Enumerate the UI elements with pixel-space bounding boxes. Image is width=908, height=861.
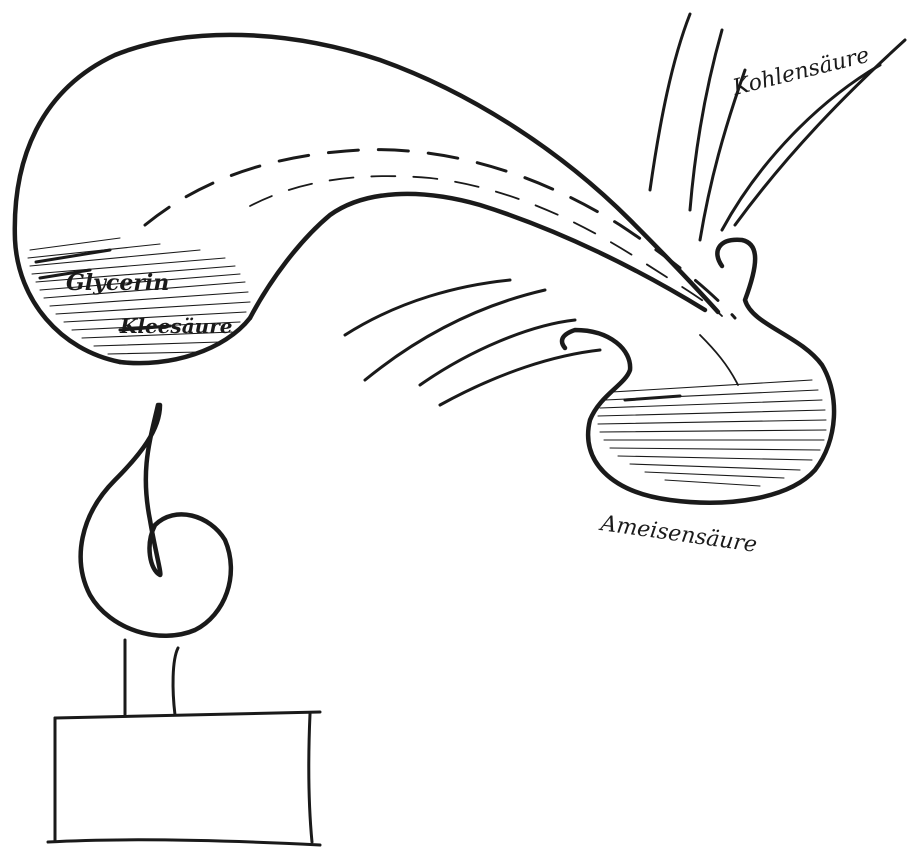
burner-base-top [55,712,320,718]
retort-inner-outline [250,194,705,318]
retort-vapour-dashes-2 [250,176,722,316]
receiver-liquid-shading [598,380,826,486]
receiver-flask [562,240,834,503]
receiver-inlet-tube [700,335,738,385]
gas-line-2 [690,30,722,210]
heat-wave-3 [420,320,575,385]
burner-base-right [309,714,312,842]
flame-icon [81,405,231,636]
receiver-outline [562,240,834,503]
burner-base-bottom [48,840,320,845]
burner [48,405,320,845]
gas-line-1 [650,14,690,190]
label-glycerin: Glycerin [66,270,169,296]
label-ameisensaeure: Ameisensäure [597,511,758,558]
label-kleesaeure: Kleesäure [119,314,232,338]
burner-wick-right [173,648,178,715]
